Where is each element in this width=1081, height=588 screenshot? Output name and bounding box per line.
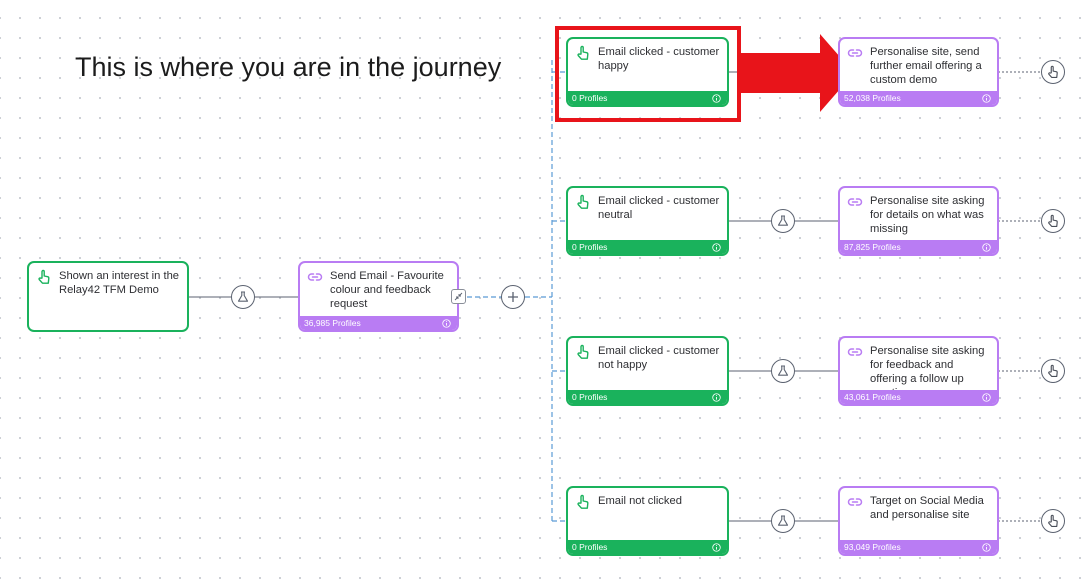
flask-icon: [777, 215, 789, 226]
link-icon: [847, 498, 863, 506]
info-icon[interactable]: [982, 242, 991, 252]
branch-trigger-profiles: 0 Profiles: [572, 542, 608, 552]
journey-endpoint-button[interactable]: [1041, 60, 1065, 84]
branch-trigger-profiles: 0 Profiles: [572, 93, 608, 103]
hand-pointer-icon: [577, 344, 589, 359]
branch-action-node[interactable]: Personalise site asking for feedback and…: [838, 336, 999, 406]
journey-endpoint-button[interactable]: [1041, 509, 1065, 533]
branch-trigger-node[interactable]: Email clicked - customer neutral 0 Profil…: [566, 186, 729, 256]
send-email-profiles: 36,985 Profiles: [304, 318, 361, 328]
send-email-title: Send Email - Favourite colour and feedba…: [330, 270, 444, 310]
branch-action-title: Personalise site asking for details on w…: [870, 195, 985, 235]
branch-trigger-node[interactable]: Email clicked - customer not happy 0 Prof…: [566, 336, 729, 406]
branch-action-title: Personalise site, send further email off…: [870, 46, 982, 86]
hand-pointer-icon: [577, 45, 589, 60]
hand-pointer-icon: [577, 494, 589, 509]
info-icon[interactable]: [982, 542, 991, 552]
experiment-button[interactable]: [231, 285, 255, 309]
branch-action-node[interactable]: Personalise site asking for details on w…: [838, 186, 999, 256]
start-trigger-title: Shown an interest in the Relay42 TFM Dem…: [59, 270, 180, 296]
link-icon: [847, 198, 863, 206]
link-icon: [847, 348, 863, 356]
journey-endpoint-button[interactable]: [1041, 209, 1065, 233]
flask-icon: [237, 291, 249, 302]
flask-icon: [777, 515, 789, 526]
experiment-button[interactable]: [771, 359, 795, 383]
current-step-highlight: [555, 26, 741, 122]
hand-pointer-icon: [1048, 364, 1058, 377]
hand-pointer-icon: [38, 269, 50, 284]
branch-action-title: Target on Social Media and personalise s…: [870, 495, 984, 521]
branch-action-node[interactable]: Target on Social Media and personalise s…: [838, 486, 999, 556]
hand-pointer-icon: [1048, 514, 1058, 527]
link-icon: [307, 273, 323, 281]
branch-trigger-title: Email clicked - customer happy: [598, 46, 720, 72]
collapse-arrows-icon: [454, 292, 463, 301]
branch-action-node[interactable]: Personalise site, send further email off…: [838, 37, 999, 107]
branch-action-profiles: 43,061 Profiles: [844, 392, 901, 402]
hand-pointer-icon: [1048, 214, 1058, 227]
branch-action-profiles: 87,825 Profiles: [844, 242, 901, 252]
experiment-button[interactable]: [771, 509, 795, 533]
hand-pointer-icon: [577, 194, 589, 209]
add-step-button[interactable]: [501, 285, 525, 309]
info-icon[interactable]: [712, 242, 721, 252]
flask-icon: [777, 365, 789, 376]
start-trigger-node[interactable]: Shown an interest in the Relay42 TFM Dem…: [27, 261, 189, 332]
branch-action-profiles: 52,038 Profiles: [844, 93, 901, 103]
branch-trigger-profiles: 0 Profiles: [572, 392, 608, 402]
arrow-pointer: [740, 34, 854, 112]
journey-endpoint-button[interactable]: [1041, 359, 1065, 383]
branch-trigger-title: Email clicked - customer neutral: [598, 195, 720, 221]
branch-trigger-title: Email not clicked: [598, 495, 682, 507]
plus-icon: [508, 292, 518, 302]
info-icon[interactable]: [982, 392, 991, 402]
branch-trigger-node[interactable]: Email not clicked 0 Profiles: [566, 486, 729, 556]
branch-trigger-profiles: 0 Profiles: [572, 242, 608, 252]
journey-annotation: This is where you are in the journey: [75, 52, 502, 82]
info-icon[interactable]: [712, 542, 721, 552]
collapse-branch-button[interactable]: [451, 289, 466, 304]
info-icon[interactable]: [712, 93, 721, 103]
info-icon[interactable]: [442, 318, 451, 328]
send-email-node[interactable]: Send Email - Favourite colour and feedba…: [298, 261, 459, 332]
hand-pointer-icon: [1048, 65, 1058, 78]
info-icon[interactable]: [712, 392, 721, 402]
experiment-button[interactable]: [771, 209, 795, 233]
branch-action-profiles: 93,049 Profiles: [844, 542, 901, 552]
info-icon[interactable]: [982, 93, 991, 103]
link-icon: [847, 49, 863, 57]
branch-trigger-title: Email clicked - customer not happy: [598, 345, 720, 371]
branch-trigger-node[interactable]: Email clicked - customer happy 0 Profiles: [566, 37, 729, 107]
